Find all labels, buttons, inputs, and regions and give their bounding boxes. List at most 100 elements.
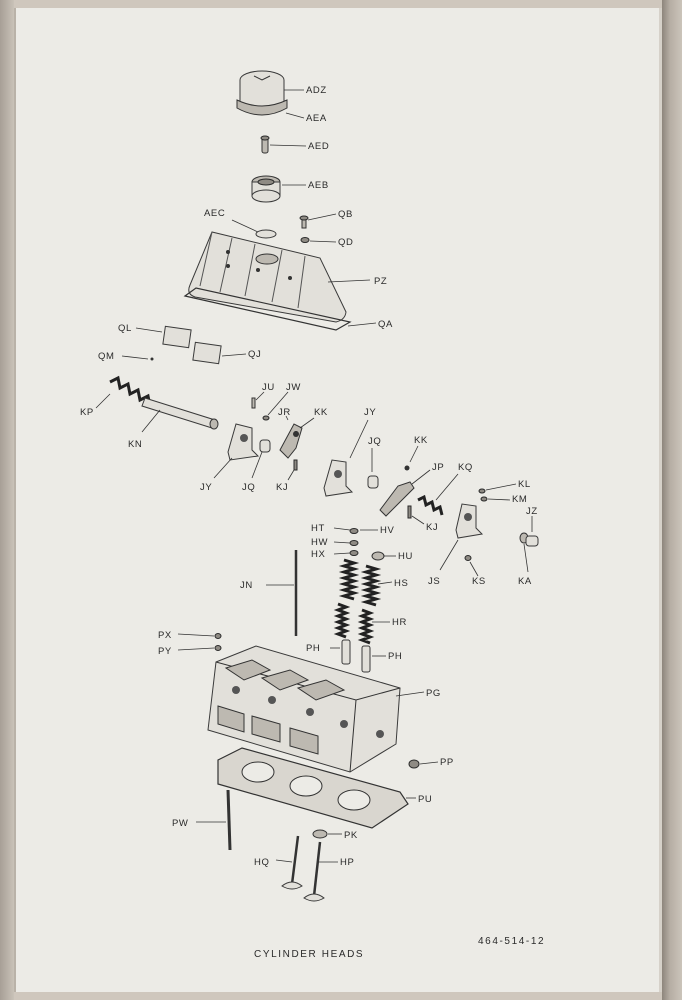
callout-qd: QD bbox=[338, 237, 353, 248]
intake-valve bbox=[281, 835, 303, 890]
end-plug-bolt bbox=[478, 488, 486, 494]
adapter-gasket bbox=[255, 229, 277, 239]
valve-guide-left bbox=[341, 639, 351, 665]
callout-kk2: KK bbox=[414, 435, 428, 446]
figure-caption: CYLINDER HEADS bbox=[254, 949, 364, 960]
valve-cap bbox=[349, 528, 359, 534]
valve-rotator bbox=[371, 551, 385, 561]
rocker-arm-right bbox=[379, 481, 415, 517]
breather-adapter bbox=[251, 175, 281, 203]
shaft-end-plug bbox=[519, 532, 539, 547]
callout-ka: KA bbox=[518, 576, 532, 587]
callout-kq: KQ bbox=[458, 462, 473, 473]
callout-hq: HQ bbox=[254, 857, 269, 868]
callout-jq1: JQ bbox=[242, 482, 255, 493]
callout-jq2: JQ bbox=[368, 436, 381, 447]
bracket-bolt bbox=[251, 397, 256, 409]
valve-stem-seal bbox=[312, 829, 328, 839]
callout-pw: PW bbox=[172, 818, 189, 829]
callout-qa: QA bbox=[378, 319, 393, 330]
rocker-shaft bbox=[141, 397, 216, 429]
rocker-spacer-center bbox=[367, 475, 379, 489]
callout-qm: QM bbox=[98, 351, 115, 362]
figure-number: 464-514-12 bbox=[478, 936, 545, 947]
callout-jp: JP bbox=[432, 462, 444, 473]
callout-qj: QJ bbox=[248, 349, 261, 360]
rocker-cover bbox=[188, 231, 347, 323]
rocker-nut-right bbox=[404, 465, 410, 471]
cover-plate-right bbox=[192, 341, 222, 365]
end-plug-washer bbox=[480, 496, 488, 502]
bracket-washer bbox=[262, 415, 270, 421]
callout-hu: HU bbox=[398, 551, 413, 562]
adjust-screw-right bbox=[407, 505, 412, 519]
callout-kn: KN bbox=[128, 439, 142, 450]
callout-hs: HS bbox=[394, 578, 408, 589]
exhaust-valve bbox=[303, 841, 325, 902]
callout-ks: KS bbox=[472, 576, 486, 587]
callout-hr: HR bbox=[392, 617, 407, 628]
head-plug-upper bbox=[214, 633, 222, 639]
breather-cap bbox=[236, 70, 288, 116]
valve-guide-right bbox=[361, 645, 371, 673]
callout-ju: JU bbox=[262, 382, 275, 393]
cover-gasket bbox=[183, 287, 352, 331]
callout-px: PX bbox=[158, 630, 172, 641]
callout-ql: QL bbox=[118, 323, 132, 334]
callout-aec: AEC bbox=[204, 208, 225, 219]
callout-jr: JR bbox=[278, 407, 291, 418]
rocker-arm-left bbox=[279, 423, 303, 459]
callout-hx: HX bbox=[311, 549, 325, 560]
page-edge-shadow bbox=[662, 0, 682, 1000]
callout-aed: AED bbox=[308, 141, 329, 152]
callout-jw: JW bbox=[286, 382, 301, 393]
callout-jn: JN bbox=[240, 580, 253, 591]
valve-springs-outer bbox=[338, 558, 382, 607]
valve-lock bbox=[349, 540, 359, 546]
cylinder-head bbox=[207, 645, 401, 773]
manual-page bbox=[14, 8, 662, 992]
rocker-shaft-spring bbox=[109, 375, 152, 407]
callout-adz: ADZ bbox=[306, 85, 327, 96]
head-plug-lower bbox=[214, 645, 222, 651]
callout-pp: PP bbox=[440, 757, 454, 768]
rocker-spacer-left bbox=[259, 439, 271, 453]
callout-py: PY bbox=[158, 646, 172, 657]
callout-aea: AEA bbox=[306, 113, 327, 124]
callout-km: KM bbox=[512, 494, 527, 505]
callout-qb: QB bbox=[338, 209, 353, 220]
callout-hv: HV bbox=[380, 525, 394, 536]
callout-jy2: JY bbox=[364, 407, 376, 418]
head-core-plug bbox=[408, 759, 420, 769]
callout-ph1: PH bbox=[306, 643, 320, 654]
callout-kk1: KK bbox=[314, 407, 328, 418]
rocker-shim bbox=[464, 555, 472, 561]
cover-washer bbox=[300, 237, 310, 243]
adjust-screw-left bbox=[293, 459, 298, 471]
rocker-bracket-right bbox=[455, 503, 484, 539]
callout-jy1: JY bbox=[200, 482, 212, 493]
callout-kl: KL bbox=[518, 479, 531, 490]
callout-ph2: PH bbox=[388, 651, 402, 662]
head-dowel bbox=[226, 789, 232, 851]
callout-pg: PG bbox=[426, 688, 441, 699]
valve-retainer bbox=[349, 550, 359, 556]
callout-js: JS bbox=[428, 576, 440, 587]
plate-screw bbox=[150, 357, 154, 361]
binding-edge bbox=[0, 0, 14, 1000]
callout-jz: JZ bbox=[526, 506, 538, 517]
callout-hw: HW bbox=[311, 537, 328, 548]
callout-aeb: AEB bbox=[308, 180, 329, 191]
callout-pu: PU bbox=[418, 794, 432, 805]
callout-hp: HP bbox=[340, 857, 354, 868]
valve-springs-inner bbox=[333, 602, 375, 645]
callout-ht: HT bbox=[311, 523, 325, 534]
callout-kj1: KJ bbox=[276, 482, 288, 493]
rocker-nut-left bbox=[294, 431, 298, 435]
rocker-bracket-center bbox=[323, 459, 354, 497]
callout-pk: PK bbox=[344, 830, 358, 841]
breather-bolt bbox=[260, 135, 270, 154]
callout-kj2: KJ bbox=[426, 522, 438, 533]
callout-pz: PZ bbox=[374, 276, 387, 287]
callout-kp: KP bbox=[80, 407, 94, 418]
